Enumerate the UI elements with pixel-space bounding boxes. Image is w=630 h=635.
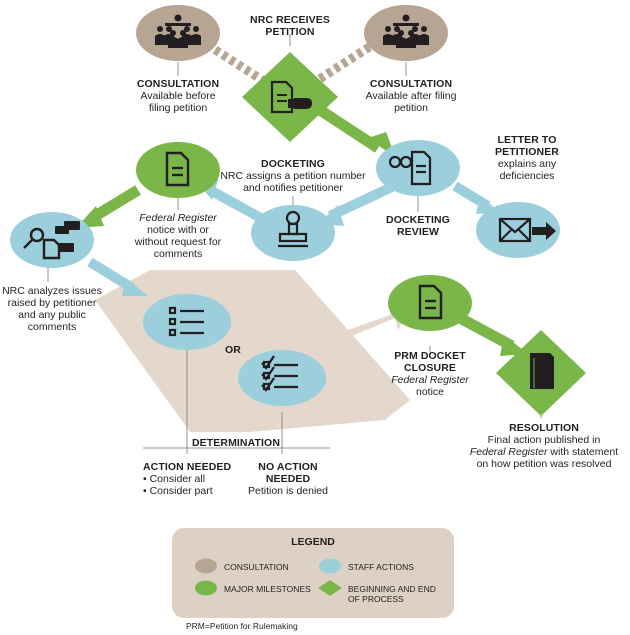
prm-closure-label: PRM DOCKET CLOSURE Federal Register noti… bbox=[384, 350, 476, 398]
determination-arrow-to-prm bbox=[320, 302, 408, 345]
letter-line-1: explains any bbox=[497, 158, 557, 170]
prm-closure-node bbox=[388, 275, 472, 331]
document-icon bbox=[165, 151, 190, 187]
arrowhead-analyze-to-determination bbox=[122, 278, 148, 296]
prm-notice: notice bbox=[415, 386, 445, 398]
no-action-checklist-node bbox=[238, 350, 326, 406]
federal-register-node bbox=[136, 142, 220, 198]
fr-notice-line-2: without request for bbox=[134, 236, 222, 248]
resolution-line-3: on how petition was resolved bbox=[476, 458, 612, 470]
letter-title-2: PETITIONER bbox=[494, 146, 559, 158]
legend-item-staff-actions: STAFF ACTIONS bbox=[348, 562, 414, 572]
docketing-review-line-2: REVIEW bbox=[396, 226, 440, 238]
book-icon bbox=[530, 353, 554, 389]
legend-box: LEGEND CONSULTATION STAFF ACTIONS MAJOR … bbox=[172, 528, 454, 618]
action-item-2: • Consider part bbox=[143, 485, 213, 497]
group-meeting-icon bbox=[383, 14, 429, 48]
letter-node bbox=[476, 202, 560, 258]
fr-notice-line-3: comments bbox=[153, 248, 203, 260]
milestones-swatch bbox=[195, 580, 217, 596]
consult-before-line-2: filing petition bbox=[148, 102, 208, 114]
no-action-title: NO ACTION NEEDED bbox=[258, 461, 318, 485]
group-meeting-icon bbox=[155, 14, 201, 48]
stamp-icon bbox=[278, 210, 308, 248]
receives-petition-node bbox=[242, 52, 338, 142]
resolution-fr-italic: Federal Register bbox=[469, 446, 548, 458]
resolution-label: RESOLUTION Final action published in Fed… bbox=[466, 422, 622, 470]
receives-petition-label: NRC RECEIVES PETITION bbox=[248, 14, 332, 38]
document-icon bbox=[418, 284, 443, 320]
no-action-needed-label: NO ACTION NEEDED Petition is denied bbox=[236, 461, 340, 497]
resolution-node bbox=[496, 330, 586, 416]
consultation-before-node bbox=[136, 5, 220, 61]
connector-consult-after bbox=[315, 38, 380, 84]
consult-before-line-1: Available before bbox=[140, 90, 216, 102]
arrow-review-to-stamp bbox=[327, 182, 395, 221]
letter-label: LETTER TO PETITIONER explains any defici… bbox=[482, 134, 572, 182]
resolution-line-2: Federal Register with statement bbox=[466, 446, 622, 458]
checked-list-icon bbox=[261, 355, 298, 392]
consult-after-line-1: Available after filing bbox=[365, 90, 457, 102]
consult-after-label: CONSULTATION Available after filing peti… bbox=[356, 78, 466, 114]
begin-end-swatch bbox=[318, 580, 342, 596]
fr-notice-label: Federal Register notice with or without … bbox=[126, 212, 230, 260]
docketing-review-node bbox=[376, 140, 460, 196]
staff-actions-swatch bbox=[319, 558, 341, 574]
resolution-title: RESOLUTION bbox=[509, 422, 579, 434]
resolution-line-1: Final action published in bbox=[487, 434, 601, 446]
footnote: PRM=Petition for Rulemaking bbox=[186, 621, 298, 631]
or-label: OR bbox=[225, 344, 241, 356]
analyzes-line-3: and any public bbox=[18, 309, 86, 321]
docketing-line-1: NRC assigns a petition number bbox=[220, 170, 366, 182]
consult-before-title: CONSULTATION bbox=[136, 78, 220, 90]
glasses-document-icon bbox=[388, 150, 432, 186]
prm-closure-line-2: CLOSURE bbox=[403, 362, 457, 374]
arrow-stamp-to-fr bbox=[207, 185, 271, 227]
consultation-swatch bbox=[195, 558, 217, 574]
envelope-icon bbox=[498, 217, 532, 243]
docketing-node bbox=[251, 205, 335, 261]
letter-line-2: deficiencies bbox=[499, 170, 555, 182]
letter-title-1: LETTER TO bbox=[497, 134, 557, 146]
leader-lines bbox=[47, 34, 542, 454]
document-handoff-icon bbox=[270, 80, 312, 114]
analyzes-label: NRC analyzes issues raised by petitioner… bbox=[0, 285, 104, 333]
fr-notice-italic: Federal Register bbox=[139, 212, 217, 224]
legend-title: LEGEND bbox=[291, 536, 335, 548]
speech-bubbles-icon bbox=[55, 221, 80, 252]
docketing-review-label: DOCKETING REVIEW bbox=[380, 214, 456, 238]
prm-closure-line-1: PRM DOCKET bbox=[394, 350, 466, 362]
action-item-1: • Consider all bbox=[143, 473, 206, 485]
consult-before-label: CONSULTATION Available before filing pet… bbox=[128, 78, 228, 114]
checklist-icon bbox=[168, 306, 204, 337]
action-needed-label: ACTION NEEDED • Consider all • Consider … bbox=[143, 461, 243, 497]
consult-after-title: CONSULTATION bbox=[369, 78, 453, 90]
legend-item-milestones: MAJOR MILESTONES bbox=[224, 584, 311, 594]
prm-fr-italic: Federal Register bbox=[391, 374, 469, 386]
analyzes-line-4: comments bbox=[27, 321, 77, 333]
resolution-with-statement: with statement bbox=[547, 446, 619, 458]
receives-line-2: PETITION bbox=[265, 26, 315, 38]
legend-item-consultation: CONSULTATION bbox=[224, 562, 289, 572]
analyze-node bbox=[10, 212, 94, 268]
fr-notice-line-1: notice with or bbox=[147, 224, 209, 236]
action-needed-title: ACTION NEEDED bbox=[143, 461, 232, 473]
consult-after-line-2: petition bbox=[394, 102, 428, 114]
analyzes-line-1: NRC analyzes issues bbox=[2, 285, 102, 297]
analyzes-line-2: raised by petitioner bbox=[7, 297, 97, 309]
legend-item-begin-end: BEGINNING AND END OF PROCESS bbox=[348, 584, 436, 604]
action-checklist-node bbox=[143, 294, 231, 350]
arrow-out-icon bbox=[532, 222, 556, 240]
consultation-after-node bbox=[364, 5, 448, 61]
docketing-title: DOCKETING bbox=[261, 158, 325, 170]
docketing-review-line-1: DOCKETING bbox=[386, 214, 450, 226]
determination-label: DETERMINATION bbox=[191, 437, 281, 449]
arrow-to-docketing-review bbox=[316, 105, 382, 153]
arrow-fr-to-analyze bbox=[89, 185, 141, 223]
receives-line-1: NRC RECEIVES bbox=[250, 14, 330, 26]
docketing-line-2: and notifies petitioner bbox=[243, 182, 343, 194]
no-action-line: Petition is denied bbox=[248, 485, 328, 497]
docketing-label: DOCKETING NRC assigns a petition number … bbox=[210, 158, 376, 194]
